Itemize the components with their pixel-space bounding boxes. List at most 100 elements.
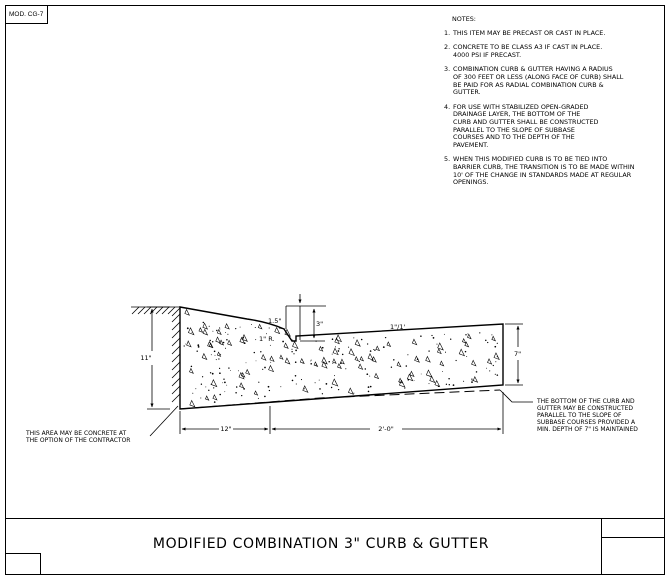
aggregate-mark <box>295 383 297 385</box>
note-number: 3. <box>444 65 451 74</box>
aggregate-mark <box>335 381 337 383</box>
aggregate-mark <box>405 365 408 367</box>
aggregate-mark <box>186 340 192 348</box>
aggregate-mark <box>462 338 467 344</box>
aggregate-mark <box>211 341 214 343</box>
aggregate-mark <box>325 383 328 385</box>
aggregate-mark <box>222 382 224 384</box>
aggregate-mark <box>216 329 218 332</box>
aggregate-mark <box>496 374 499 376</box>
aggregate-mark <box>291 348 293 350</box>
aggregate-mark <box>492 364 494 367</box>
aggregate-mark <box>255 339 257 341</box>
aggregate-mark <box>442 370 444 372</box>
aggregate-mark <box>332 347 339 356</box>
aggregate-mark <box>280 386 282 388</box>
aggregate-mark <box>295 349 297 352</box>
aggregate-mark <box>215 359 217 361</box>
aggregate-mark <box>268 364 275 373</box>
aggregate-mark <box>358 363 364 370</box>
aggregate-mark <box>237 370 239 372</box>
aggregate-mark <box>222 341 225 344</box>
aggregate-mark <box>439 360 445 367</box>
aggregate-mark <box>354 355 359 362</box>
aggregate-mark <box>196 350 198 352</box>
aggregate-mark <box>334 337 340 345</box>
aggregate-mark <box>489 370 491 372</box>
aggregate-mark <box>187 327 195 336</box>
aggregate-mark <box>337 388 340 391</box>
aggregate-mark <box>353 337 355 339</box>
aggregate-mark <box>464 350 467 353</box>
aggregate-mark <box>218 367 221 370</box>
aggregate-mark <box>371 356 377 363</box>
aggregate-mark <box>348 348 355 357</box>
note-item: 2.CONCRETE TO BE CLASS A3 IF CAST IN PLA… <box>444 43 659 59</box>
aggregate-mark <box>210 354 212 356</box>
aggregate-mark <box>367 390 370 393</box>
dim-curb-height-label: 11" <box>140 354 151 362</box>
aggregate-mark <box>455 359 457 362</box>
aggregate-mark <box>431 334 433 337</box>
aggregate-mark <box>396 361 402 368</box>
aggregate-mark <box>197 344 200 347</box>
aggregate-mark <box>494 345 497 348</box>
aggregate-mark <box>242 336 245 339</box>
aggregate-mark <box>220 353 222 355</box>
dim-curb-height <box>147 306 170 410</box>
aggregate-mark <box>245 368 251 376</box>
left-note-line: THIS AREA MAY BE CONCRETE AT <box>25 430 126 437</box>
aggregate-mark <box>436 343 438 345</box>
aggregate-mark <box>268 327 270 329</box>
aggregate-mark <box>209 339 211 342</box>
aggregate-mark <box>292 340 299 349</box>
aggregate-mark <box>332 363 334 365</box>
aggregate-mark <box>335 346 336 348</box>
notes-heading: NOTES: <box>452 15 476 23</box>
aggregate-mark <box>279 354 284 360</box>
aggregate-mark <box>303 388 305 390</box>
aggregate-mark <box>212 394 218 401</box>
aggregate-mark <box>425 355 431 363</box>
aggregate-mark <box>219 339 225 346</box>
aggregate-mark <box>428 375 430 377</box>
aggregate-mark <box>223 378 225 380</box>
aggregate-mark <box>235 386 238 388</box>
aggregate-mark <box>207 340 214 349</box>
aggregate-mark <box>216 351 222 357</box>
aggregate-mark <box>487 341 489 344</box>
aggregate-mark <box>210 383 212 385</box>
aggregate-mark <box>224 381 226 384</box>
aggregate-mark <box>189 367 194 374</box>
aggregate-mark <box>472 376 479 383</box>
aggregate-mark <box>291 351 293 353</box>
right-note-line: MIN. DEPTH OF 7" IS MAINTAINED <box>537 426 638 433</box>
aggregate-mark <box>197 346 200 348</box>
note-number: 1. <box>444 28 451 37</box>
aggregate-mark <box>268 389 271 392</box>
aggregate-mark <box>183 345 185 347</box>
aggregate-mark <box>487 358 493 365</box>
right-note: THE BOTTOM OF THE CURB AND GUTTER MAY BE… <box>536 398 638 433</box>
aggregate-mark <box>432 337 435 339</box>
aggregate-mark <box>353 392 355 394</box>
dim-gutter-depth-label: 7" <box>514 350 521 358</box>
aggregate-mark <box>458 348 466 357</box>
title-block-divider <box>601 518 602 575</box>
aggregate-mark <box>360 338 363 341</box>
slope-label: 1"/1' <box>390 323 405 331</box>
aggregate-mark <box>213 387 215 389</box>
aggregate-mark <box>475 371 478 373</box>
aggregate-mark <box>202 322 209 330</box>
aggregate-mark <box>407 354 409 356</box>
aggregate-mark <box>416 358 419 361</box>
aggregate-mark <box>471 379 473 381</box>
aggregate-mark <box>485 339 487 342</box>
aggregate-mark <box>269 358 271 360</box>
aggregate-mark <box>471 381 473 383</box>
aggregate-mark <box>367 386 370 388</box>
aggregate-mark <box>224 347 227 349</box>
note-item: 1.THIS ITEM MAY BE PRECAST OR CAST IN PL… <box>444 28 659 38</box>
dim-reveal-label: 3" <box>316 320 323 328</box>
dim-widths <box>179 392 504 434</box>
